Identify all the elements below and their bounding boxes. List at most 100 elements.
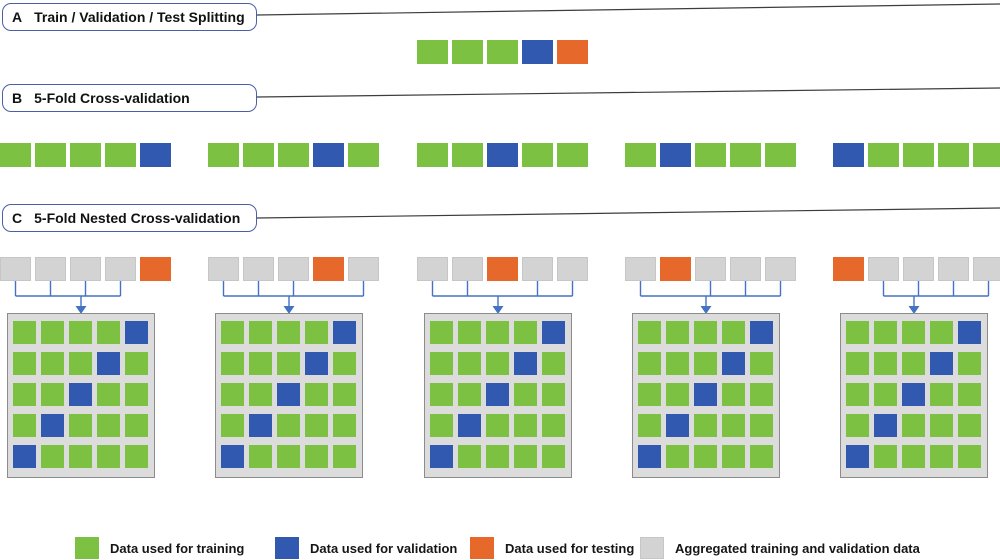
grid-cell-train <box>277 414 300 437</box>
data-block-train <box>278 143 309 167</box>
data-block-aggregated <box>417 257 448 281</box>
grid-cell-train <box>486 414 509 437</box>
fold-5-inner-cv-grid <box>840 313 988 478</box>
data-block-train <box>868 143 899 167</box>
grid-cell-train <box>221 321 244 344</box>
grid-cell-validation <box>666 414 689 437</box>
grid-cell-train <box>333 352 356 375</box>
grid-cell-validation <box>125 321 148 344</box>
data-block-aggregated <box>208 257 239 281</box>
grid-cell-train <box>277 321 300 344</box>
legend: Data used for training Data used for val… <box>0 537 1000 560</box>
data-block-train <box>348 143 379 167</box>
grid-cell-train <box>430 352 453 375</box>
validation-color-swatch-icon <box>275 537 299 559</box>
grid-cell-train <box>874 352 897 375</box>
fold-4-bracket-arrow-icon <box>639 281 782 314</box>
grid-cell-train <box>458 445 481 468</box>
data-block-train <box>625 143 656 167</box>
grid-cell-validation <box>722 352 745 375</box>
panel-b-fold-1-row <box>0 143 171 167</box>
data-block-train <box>730 143 761 167</box>
grid-cell-train <box>750 383 773 406</box>
grid-cell-train <box>221 414 244 437</box>
data-block-train <box>452 143 483 167</box>
grid-cell-train <box>722 321 745 344</box>
grid-cell-train <box>902 321 925 344</box>
aggregated-color-swatch-icon <box>640 537 664 559</box>
grid-cell-train <box>514 383 537 406</box>
grid-cell-train <box>13 414 36 437</box>
grid-cell-train <box>430 383 453 406</box>
legend-item-testing: Data used for testing <box>470 537 634 559</box>
grid-cell-train <box>305 321 328 344</box>
data-block-aggregated <box>348 257 379 281</box>
grid-cell-train <box>305 414 328 437</box>
panel-b-fold-3-row <box>417 143 588 167</box>
data-block-aggregated <box>105 257 136 281</box>
panel-c-fold-5-outer-row <box>833 257 1000 281</box>
fold-3-inner-cv-grid <box>424 313 572 478</box>
grid-cell-train <box>722 445 745 468</box>
grid-cell-train <box>846 321 869 344</box>
grid-cell-train <box>249 321 272 344</box>
grid-cell-validation <box>958 321 981 344</box>
data-block-aggregated <box>35 257 66 281</box>
panel-b-label: B 5-Fold Cross-validation <box>2 84 257 112</box>
data-block-train <box>208 143 239 167</box>
grid-cell-validation <box>846 445 869 468</box>
grid-cell-train <box>305 445 328 468</box>
grid-cell-train <box>458 352 481 375</box>
data-block-train <box>105 143 136 167</box>
grid-cell-train <box>97 445 120 468</box>
grid-cell-train <box>638 321 661 344</box>
grid-cell-train <box>41 445 64 468</box>
grid-cell-train <box>874 445 897 468</box>
data-block-train <box>487 40 518 64</box>
grid-cell-train <box>958 383 981 406</box>
grid-cell-validation <box>930 352 953 375</box>
data-block-train <box>938 143 969 167</box>
panel-b-fold-5-row <box>833 143 1000 167</box>
grid-cell-train <box>249 445 272 468</box>
grid-cell-train <box>458 383 481 406</box>
grid-cell-train <box>249 383 272 406</box>
data-block-train <box>903 143 934 167</box>
grid-cell-validation <box>41 414 64 437</box>
data-block-train <box>765 143 796 167</box>
grid-cell-train <box>694 414 717 437</box>
grid-cell-train <box>846 414 869 437</box>
grid-cell-validation <box>542 321 565 344</box>
legend-label-testing: Data used for testing <box>505 540 635 556</box>
grid-cell-validation <box>333 321 356 344</box>
data-block-train <box>452 40 483 64</box>
fold-2-bracket-arrow-icon <box>222 281 365 314</box>
data-block-aggregated <box>625 257 656 281</box>
panel-a-split-row <box>417 40 588 64</box>
grid-cell-validation <box>694 383 717 406</box>
data-block-aggregated <box>278 257 309 281</box>
grid-cell-train <box>333 414 356 437</box>
grid-cell-train <box>333 445 356 468</box>
data-block-validation <box>522 40 553 64</box>
grid-cell-train <box>458 321 481 344</box>
legend-label-validation: Data used for validation <box>310 540 458 556</box>
grid-cell-train <box>930 445 953 468</box>
grid-cell-train <box>69 414 92 437</box>
legend-item-training: Data used for training <box>75 537 244 559</box>
grid-cell-train <box>430 321 453 344</box>
grid-cell-train <box>333 383 356 406</box>
panel-a-title: Train / Validation / Test Splitting <box>34 9 245 25</box>
grid-cell-train <box>750 414 773 437</box>
data-block-aggregated <box>522 257 553 281</box>
grid-cell-train <box>13 352 36 375</box>
grid-cell-train <box>666 383 689 406</box>
panel-b-letter: B <box>12 90 23 106</box>
grid-cell-train <box>97 383 120 406</box>
fold-5-bracket-arrow-icon <box>882 281 990 314</box>
grid-cell-validation <box>874 414 897 437</box>
data-block-test <box>557 40 588 64</box>
grid-cell-train <box>221 383 244 406</box>
data-block-aggregated <box>730 257 761 281</box>
